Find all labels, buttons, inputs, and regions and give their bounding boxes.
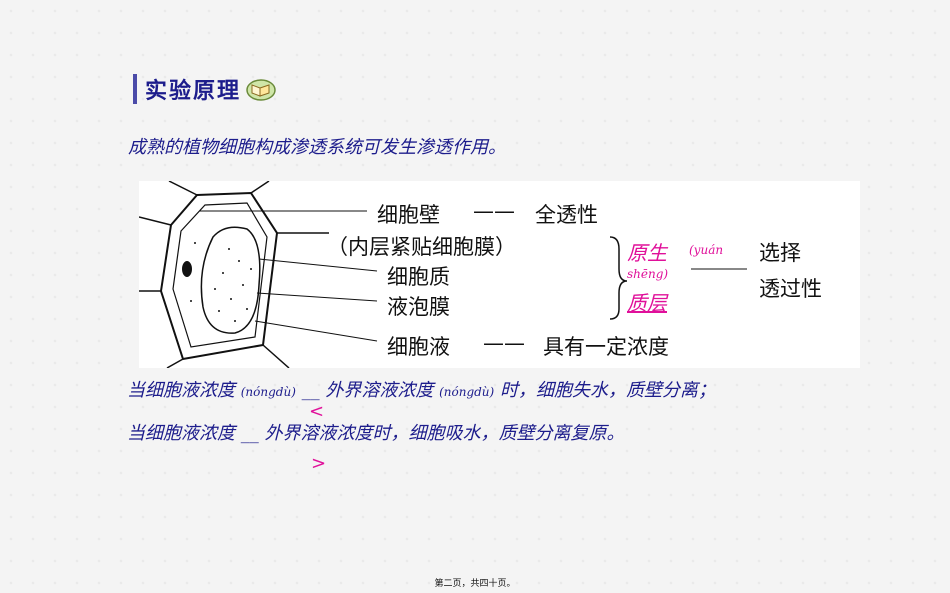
label-cell-wall-property: 全透性 xyxy=(535,203,598,227)
intro-text: 成熟的植物细胞构成渗透系统可发生渗透作用。 xyxy=(128,137,506,158)
label-cell-wall: 细胞壁 xyxy=(377,203,440,227)
label-cytoplasm: 细胞质 xyxy=(387,265,450,289)
label-vacuole-membrane: 液泡膜 xyxy=(387,295,450,319)
line2-part-b: 外界溶液浓度时，细胞吸水，质壁分离复原。 xyxy=(264,423,625,444)
statement-line-2: 当细胞液浓度 __ 外界溶液浓度时，细胞吸水，质壁分离复原。 xyxy=(127,419,624,445)
label-cell-wall-dash: —— xyxy=(473,199,515,223)
label-cell-sap: 细胞液 xyxy=(387,335,450,359)
cell-diagram: 细胞壁 —— 全透性 （内层紧贴细胞膜） 细胞质 液泡膜 细胞液 —— 具有一定… xyxy=(139,181,860,368)
label-protoplast-layer-1: 原生 xyxy=(627,241,667,265)
label-selective-1: 选择 xyxy=(759,241,801,265)
line1-pinyin-2: (nóngdù) xyxy=(439,385,495,399)
less-than-answer: < xyxy=(309,401,325,422)
line1-pinyin-1: (nóngdù) xyxy=(240,385,296,399)
pinyin-yuan: (yuán xyxy=(689,243,724,257)
line1-blank: __ xyxy=(301,380,320,401)
line1-part-b: 外界溶液浓度 xyxy=(325,380,434,401)
label-cell-sap-dash: —— xyxy=(483,331,525,355)
page-footer: 第二页，共四十页。 xyxy=(434,579,516,589)
greater-than-answer: > xyxy=(311,453,327,474)
line2-blank: __ xyxy=(240,423,259,444)
line1-part-c: 时，细胞失水，质壁分离； xyxy=(499,380,716,401)
heading-title: 实验原理 xyxy=(145,79,242,104)
statement-line-1: 当细胞液浓度 (nóngdù) __ 外界溶液浓度 (nóngdù) 时，细胞失… xyxy=(127,376,716,402)
pinyin-sheng: shēng) xyxy=(627,267,669,281)
label-selective-2: 透过性 xyxy=(759,277,822,301)
section-heading: 实验原理 xyxy=(133,72,277,106)
book-icon xyxy=(246,79,276,101)
line2-part-a: 当细胞液浓度 xyxy=(127,423,235,444)
label-protoplast-layer-2: 质层 xyxy=(627,291,667,315)
label-membrane-note: （内层紧贴细胞膜） xyxy=(327,235,516,259)
label-cell-sap-property: 具有一定浓度 xyxy=(543,335,669,359)
plant-cell-illustration xyxy=(139,181,747,368)
line1-part-a: 当细胞液浓度 xyxy=(127,380,235,401)
heading-accent-bar xyxy=(133,74,137,104)
